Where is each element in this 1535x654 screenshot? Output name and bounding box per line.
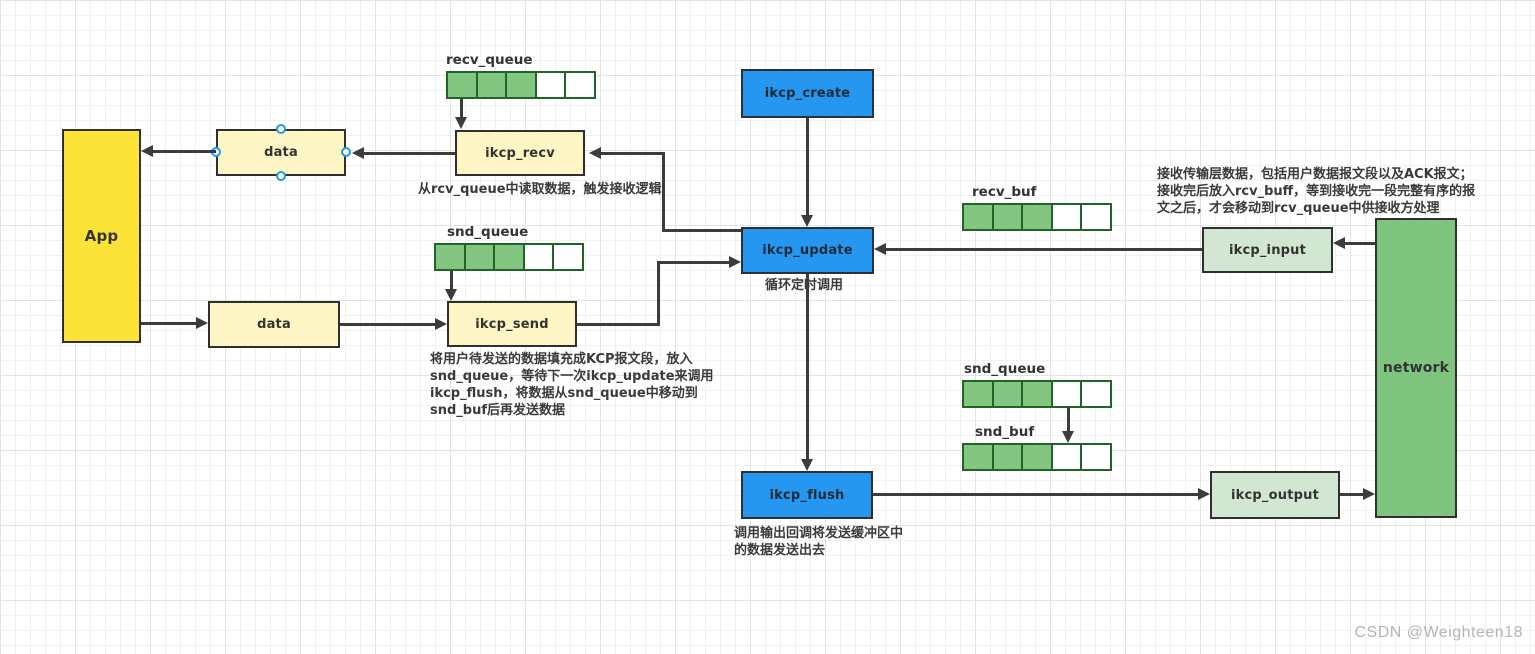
send-note: 将用户待发送的数据填充成KCP报文段，放入 snd_queue，等待下一次ikc… — [430, 352, 714, 418]
node-ikcp-send[interactable]: ikcp_send — [447, 301, 577, 347]
snd-queue-left-label: snd_queue — [447, 224, 529, 240]
node-ikcp-update[interactable]: ikcp_update — [741, 227, 874, 274]
node-network[interactable]: network — [1375, 218, 1457, 518]
selection-handle-top[interactable] — [276, 124, 286, 134]
queue-cell — [1080, 380, 1112, 408]
recv-note: 从rcv_queue中读取数据，触发接收逻辑 — [418, 182, 662, 197]
snd-buf-label: snd_buf — [975, 424, 1035, 440]
connector-send-to-update-h1 — [577, 323, 660, 326]
arrowhead-data-to-app — [141, 145, 153, 157]
queue-cell — [463, 243, 496, 271]
input-note: 接收传输层数据，包括用户数据报文段以及ACK报文； 接收完后放入rcv_buff… — [1157, 167, 1476, 216]
queue-cell — [505, 71, 537, 99]
queue-cell — [991, 380, 1024, 408]
snd-buf-cells — [962, 443, 1112, 471]
queue-cell — [991, 443, 1024, 471]
queue-cell — [1080, 443, 1112, 471]
connector-data-to-app — [152, 150, 216, 153]
recv-buf-cells — [962, 203, 1112, 231]
arrowhead-recv-to-data — [352, 147, 364, 159]
recv-queue-cells — [446, 71, 596, 99]
snd-queue-right-label: snd_queue — [964, 361, 1046, 377]
arrowhead-sndqueue-to-send — [445, 289, 457, 301]
queue-cell — [552, 243, 584, 271]
queue-cell — [493, 243, 525, 271]
queue-cell — [522, 243, 555, 271]
connector-sndqueue-to-sndbuf — [1067, 407, 1070, 433]
node-ikcp-recv[interactable]: ikcp_recv — [455, 130, 585, 176]
connector-data-to-send — [340, 323, 436, 326]
arrowhead-sndqueue-to-sndbuf — [1062, 431, 1074, 443]
connector-send-to-update-h2 — [657, 261, 730, 264]
flush-note: 调用输出回调将发送缓冲区中 的数据发送出去 — [734, 526, 904, 558]
selection-handle-bottom[interactable] — [276, 171, 286, 181]
snd-queue-right-cells — [962, 380, 1112, 408]
arrowhead-flush-to-output — [1198, 488, 1210, 500]
arrowhead-network-to-input — [1333, 237, 1345, 249]
node-ikcp-output[interactable]: ikcp_output — [1210, 471, 1340, 519]
queue-cell — [1050, 443, 1083, 471]
arrowhead-update-to-flush — [801, 459, 813, 471]
csdn-watermark: CSDN @Weighteen18 — [1354, 624, 1523, 641]
connector-input-to-update — [886, 248, 1202, 251]
arrowhead-update-to-recv — [589, 147, 601, 159]
connector-recv-to-data — [363, 152, 455, 155]
selection-handle-right[interactable] — [341, 147, 351, 157]
arrowhead-input-to-update — [874, 243, 886, 255]
recv-buf-label: recv_buf — [972, 184, 1037, 200]
queue-cell — [1021, 443, 1053, 471]
connector-update-to-recv-v — [662, 152, 665, 232]
queue-cell — [962, 443, 994, 471]
arrowhead-send-to-update — [729, 256, 741, 268]
connector-sndqueue-to-send — [450, 271, 453, 290]
queue-cell — [1050, 203, 1083, 231]
snd-queue-left-cells — [434, 243, 584, 271]
queue-cell — [962, 203, 994, 231]
queue-cell — [434, 243, 466, 271]
node-data-top[interactable]: data — [216, 129, 346, 176]
arrowhead-create-to-update — [801, 215, 813, 227]
connector-flush-to-output — [873, 493, 1199, 496]
node-ikcp-input[interactable]: ikcp_input — [1202, 227, 1333, 273]
node-ikcp-flush[interactable]: ikcp_flush — [741, 471, 873, 519]
queue-cell — [564, 71, 596, 99]
connector-create-to-update — [806, 118, 809, 216]
arrowhead-output-to-network — [1363, 488, 1375, 500]
recv-queue-label: recv_queue — [446, 52, 533, 68]
queue-cell — [1021, 380, 1053, 408]
connector-update-to-flush — [806, 274, 809, 460]
queue-cell — [475, 71, 508, 99]
connector-send-to-update-v — [657, 261, 660, 326]
queue-cell — [446, 71, 478, 99]
queue-cell — [534, 71, 567, 99]
connector-network-to-input — [1345, 242, 1375, 245]
connector-app-to-data — [141, 322, 197, 325]
arrowhead-app-to-data — [196, 317, 208, 329]
connector-update-to-recv-h1 — [663, 229, 741, 232]
queue-cell — [962, 380, 994, 408]
connector-output-to-network — [1340, 493, 1364, 496]
queue-cell — [1021, 203, 1053, 231]
arrowhead-data-to-send — [435, 318, 447, 330]
connector-update-to-recv-h2 — [601, 152, 664, 155]
arrowhead-recvqueue-to-recv — [455, 117, 467, 129]
update-note: 循环定时调用 — [765, 278, 844, 293]
queue-cell — [1050, 380, 1083, 408]
queue-cell — [991, 203, 1024, 231]
queue-cell — [1080, 203, 1112, 231]
node-data-bottom[interactable]: data — [208, 301, 340, 348]
node-app[interactable]: App — [62, 129, 141, 343]
node-ikcp-create[interactable]: ikcp_create — [741, 69, 874, 118]
connector-recvqueue-to-recv — [460, 99, 463, 119]
